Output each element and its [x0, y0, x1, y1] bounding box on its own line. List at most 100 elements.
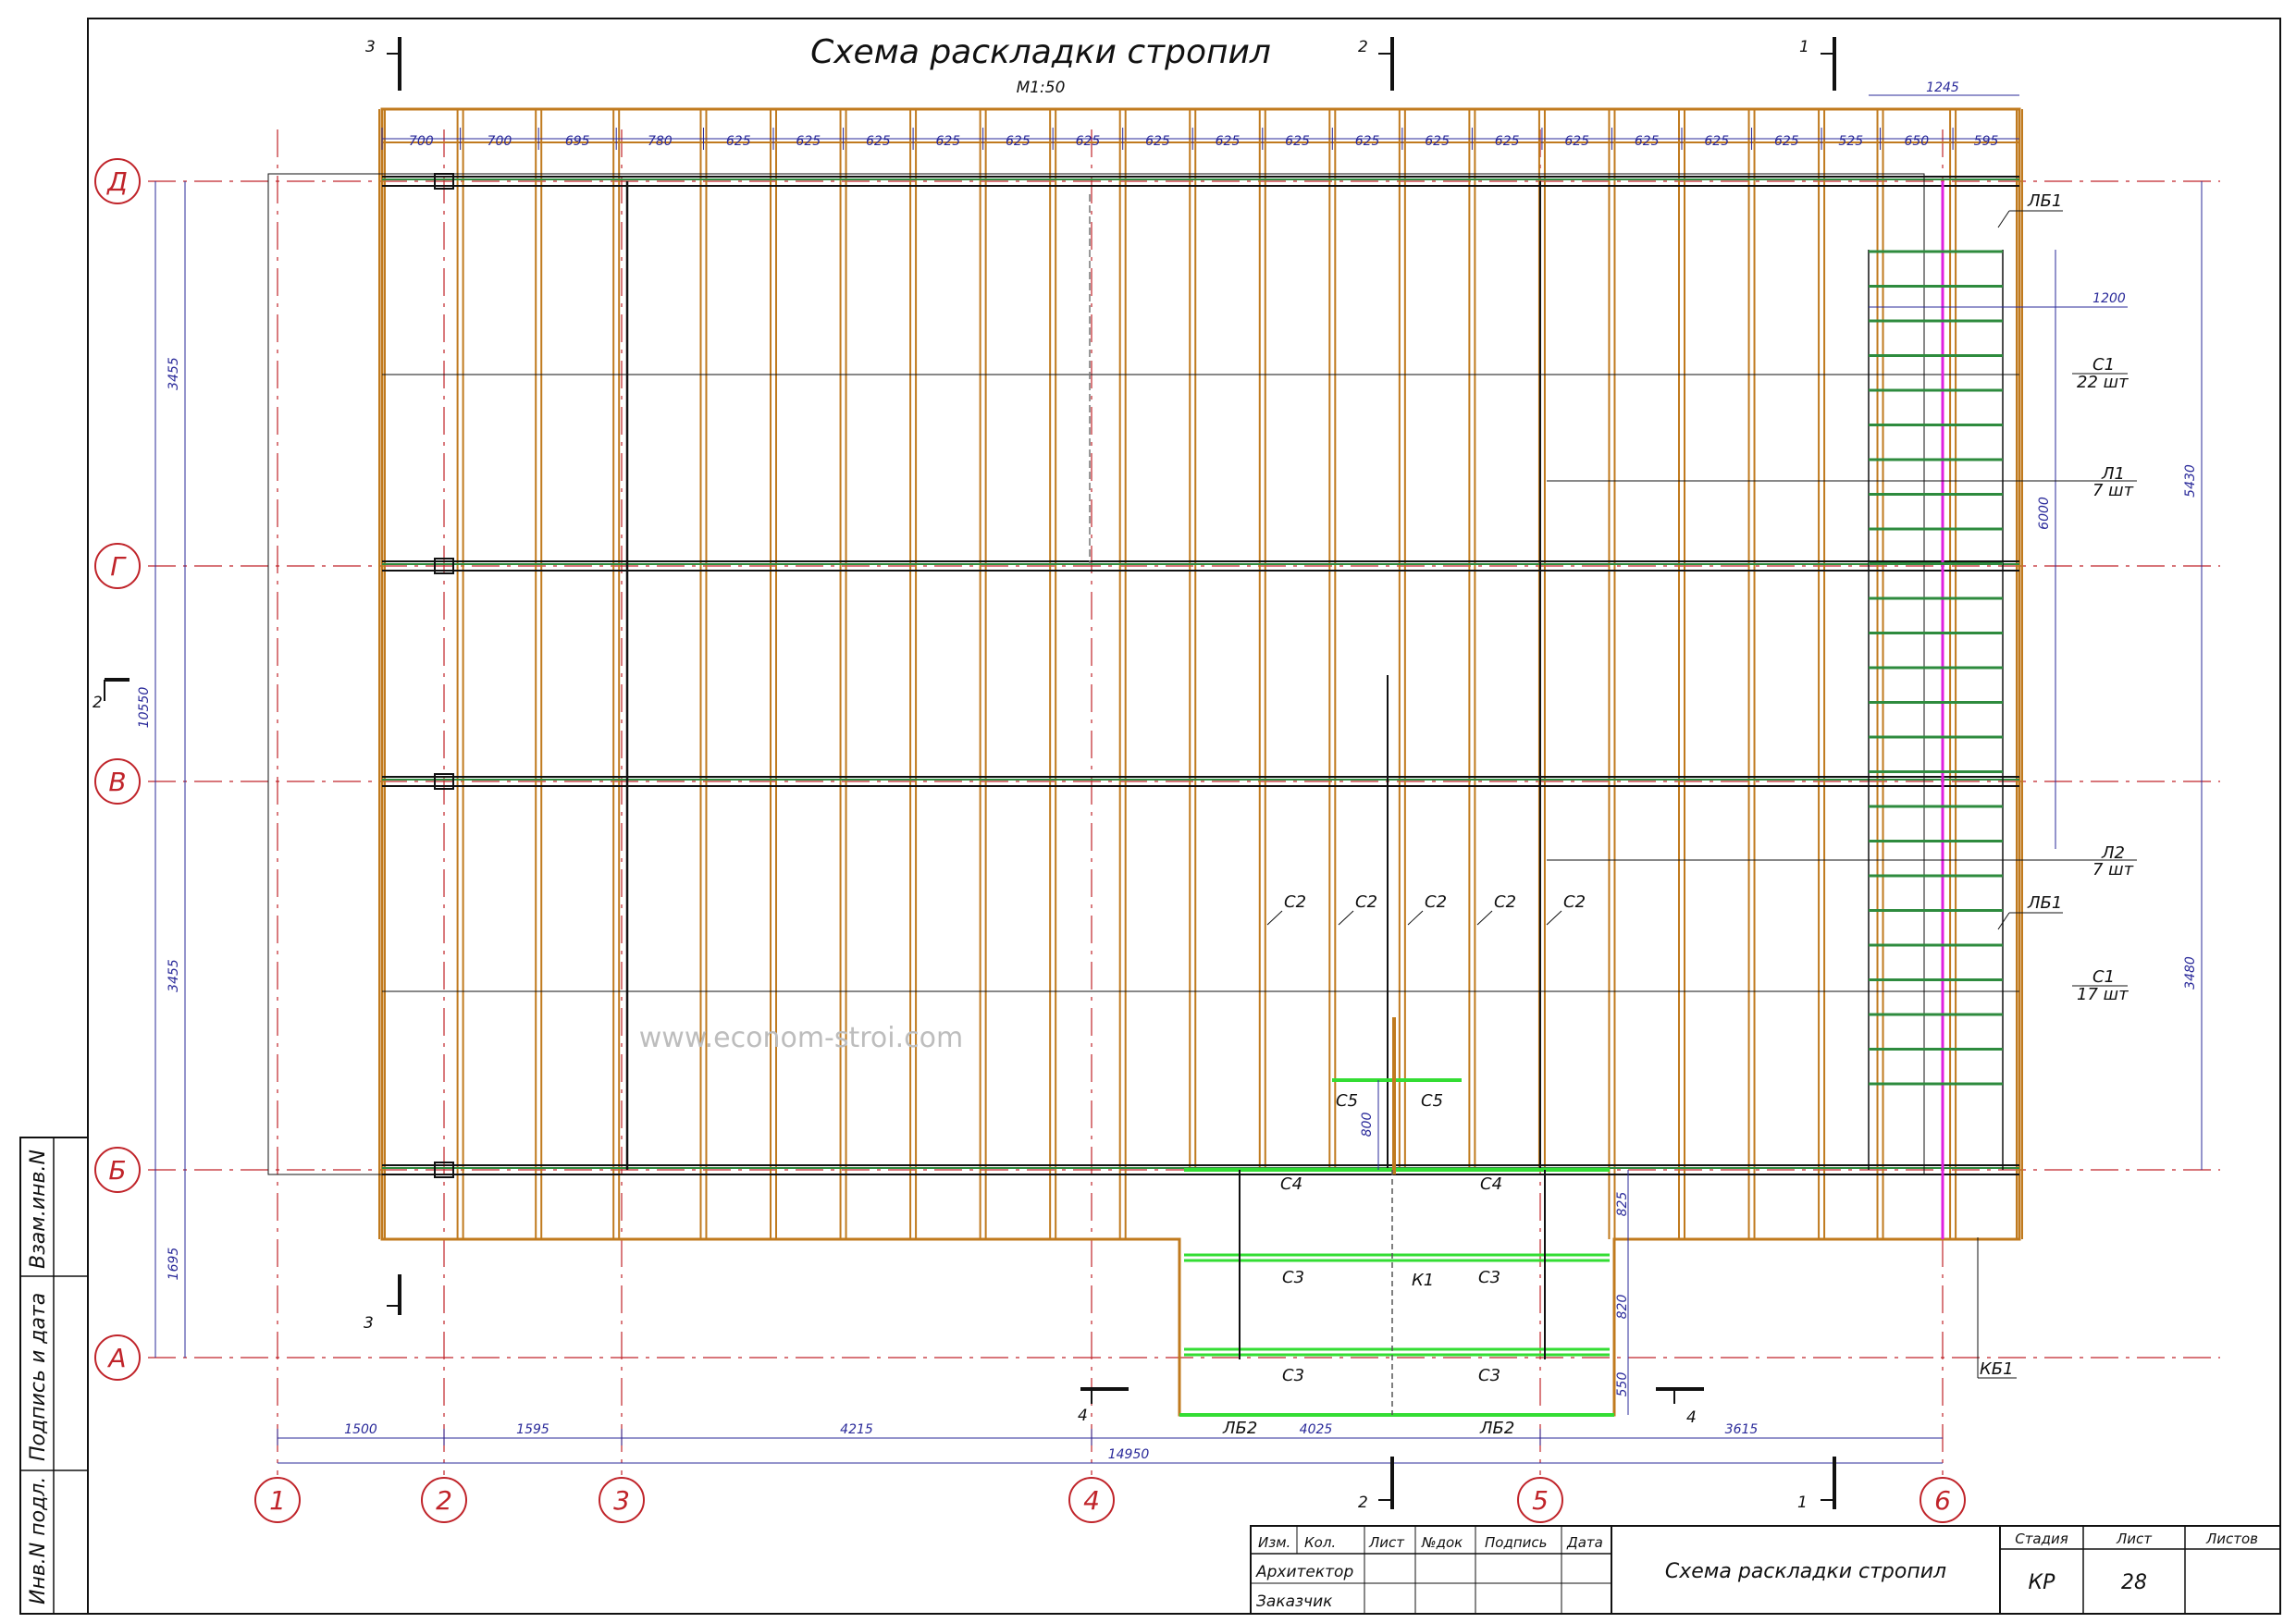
top-dim-20: 525: [1838, 134, 1863, 149]
side-vzam-inv: Взам.инв.N: [27, 1150, 50, 1269]
tb-sheet: 28: [2121, 1571, 2147, 1594]
tb-col-stage: Стадия: [2015, 1531, 2068, 1547]
label-c2-leader: [1407, 910, 1424, 926]
tb-col-sheets: Листов: [2205, 1531, 2258, 1547]
label-c1-top: С1: [2092, 355, 2115, 375]
left-dim-dg: 3455: [167, 357, 181, 390]
section-1-bottom: 1: [1797, 1494, 1808, 1512]
side-stamp: Инв.N подл. Подпись и дата Взам.инв.N: [19, 1137, 89, 1615]
section-2-top: 2: [1358, 38, 1368, 56]
tb-customer: Заказчик: [1256, 1592, 1333, 1611]
label-c1-bottom: С1: [2092, 967, 2115, 987]
right-dim-5430: 5430: [2183, 464, 2198, 498]
post-3: [434, 1162, 454, 1178]
top-dim-0: 700: [409, 134, 434, 149]
label-l2: Л2: [2101, 843, 2125, 863]
tb-col-sheet: Лист: [2116, 1531, 2153, 1547]
label-c1-bottom-count: 17 шт: [2077, 985, 2129, 1004]
element-labels: С1 22 шт Л1 7 шт Л2 7 шт С1 17 шт ЛБ1 ЛБ…: [1222, 191, 2137, 1438]
label-c5-right: С5: [1421, 1091, 1443, 1111]
axis-label-row-1: Г: [110, 551, 127, 582]
section-markers: 3 3 2 2 1 1 4 4 2: [93, 37, 1836, 1512]
tb-name: Схема раскладки стропил: [1665, 1560, 1946, 1583]
axis-bubble-row-3: [94, 1147, 141, 1193]
section-4-right: 4: [1686, 1408, 1697, 1427]
axis-bubble-col-0: [254, 1477, 301, 1523]
sheet-frame: [87, 18, 2281, 1615]
bottom-dim-3: 4025: [1300, 1422, 1333, 1437]
label-c2-0: С2: [1284, 892, 1306, 912]
wall-outline: [267, 173, 1925, 1175]
section-1-top: 1: [1799, 38, 1809, 56]
section-3-bottom: 3: [364, 1314, 374, 1333]
label-lb1-top: ЛБ1: [2027, 191, 2062, 211]
top-dim-16: 625: [1564, 134, 1589, 149]
watermark: www.econom-stroi.com: [639, 1022, 963, 1054]
top-dim-6: 625: [866, 134, 891, 149]
axis-bubble-row-1: [94, 543, 141, 589]
bottom-dim-2: 4215: [840, 1422, 873, 1437]
left-dim-overall: 10550: [137, 687, 152, 729]
label-c2-leader: [1266, 910, 1283, 926]
rafters-group: [378, 107, 2023, 1417]
tb-h-kol: Кол.: [1304, 1534, 1336, 1551]
porch-dim-820: 820: [1615, 1295, 1630, 1320]
side-inv-podl: Инв.N подл.: [27, 1477, 50, 1605]
label-c2-leader: [1338, 910, 1354, 926]
top-dim-21: 650: [1904, 134, 1929, 149]
top-dim-17: 625: [1635, 134, 1660, 149]
top-dim-4: 625: [726, 134, 751, 149]
label-c3-b: С3: [1478, 1268, 1500, 1287]
bottom-dim-4: 3615: [1725, 1422, 1759, 1437]
structure-group: [267, 173, 2019, 1239]
axis-bubble-row-2: [94, 758, 141, 805]
right-dim-3480: 3480: [2183, 956, 2198, 990]
axis-label-row-2: В: [108, 767, 126, 797]
label-c4-right: С4: [1480, 1174, 1502, 1194]
label-c2-leader: [1546, 910, 1562, 926]
top-dim-14: 625: [1425, 134, 1450, 149]
label-c1-top-count: 22 шт: [2077, 373, 2129, 392]
section-2-side: 2: [93, 694, 103, 712]
bottom-overall-dim: 14950: [1108, 1447, 1150, 1462]
label-c5-left: С5: [1336, 1091, 1358, 1111]
label-c4-left: С4: [1280, 1174, 1302, 1194]
top-dim-19: 625: [1774, 134, 1799, 149]
axis-label-row-4: А: [106, 1343, 126, 1373]
drawing-title: Схема раскладки стропил: [810, 33, 1271, 71]
tb-h-data: Дата: [1566, 1534, 1603, 1551]
tb-h-izm: Изм.: [1258, 1534, 1290, 1551]
axis-label-col-3: 4: [1083, 1485, 1100, 1516]
axis-label-row-3: Б: [108, 1155, 126, 1186]
left-dim-vb: 3455: [167, 959, 181, 992]
axis-label-col-0: 1: [269, 1485, 286, 1516]
section-2-bottom: 2: [1358, 1494, 1368, 1512]
top-dim-10: 625: [1145, 134, 1170, 149]
post-2: [434, 773, 454, 790]
label-c2-leader: [1476, 910, 1493, 926]
label-l1: Л1: [2101, 464, 2125, 484]
top-dim-5: 625: [796, 134, 821, 149]
top-overall-dim: 1245: [1926, 80, 1959, 95]
label-c2-3: С2: [1494, 892, 1516, 912]
left-dim-ba: 1695: [167, 1248, 181, 1281]
label-l2-count: 7 шт: [2092, 860, 2134, 879]
top-dim-22: 595: [1974, 134, 1999, 149]
axis-label-row-0: Д: [105, 166, 128, 197]
top-dim-18: 625: [1704, 134, 1729, 149]
label-k1: К1: [1412, 1271, 1434, 1290]
top-dim-7: 625: [935, 134, 960, 149]
axis-bubble-col-2: [599, 1477, 645, 1523]
axis-bubble-col-3: [1068, 1477, 1115, 1523]
tb-h-list: Лист: [1368, 1534, 1405, 1551]
axis-bubble-row-0: [94, 158, 141, 204]
top-fascia: [381, 108, 2020, 143]
top-dim-1: 700: [488, 134, 512, 149]
top-dim-3: 780: [648, 134, 673, 149]
axis-bubble-col-5: [1920, 1477, 1966, 1523]
axis-label-col-5: 6: [1934, 1485, 1951, 1516]
tb-stage: КР: [2029, 1571, 2056, 1594]
